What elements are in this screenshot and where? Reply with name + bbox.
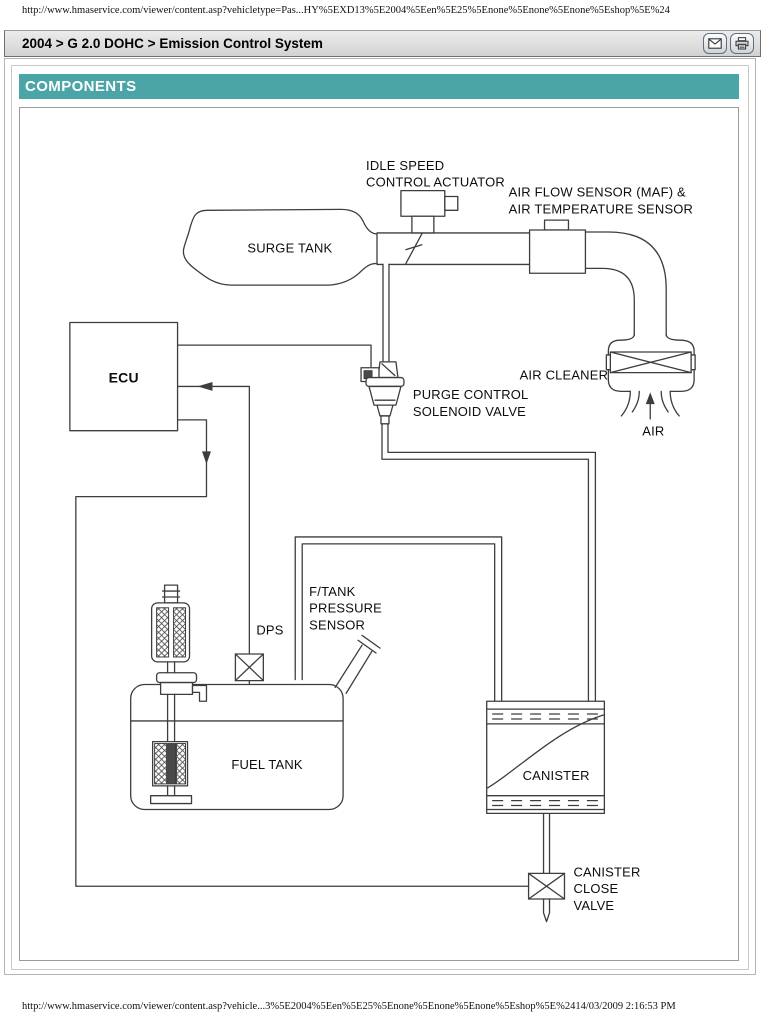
label-idle-speed-1: IDLE SPEED: [366, 158, 444, 173]
fuel-pump-assembly: [149, 584, 208, 805]
label-ccv-1: CANISTER: [573, 864, 640, 879]
envelope-icon: [708, 38, 722, 49]
content-frame: COMPONENTS: [4, 58, 756, 975]
breadcrumb: 2004 > G 2.0 DOHC > Emission Control Sys…: [22, 36, 323, 51]
print-header-url: http://www.hmaservice.com/viewer/content…: [22, 5, 670, 16]
label-purge-1: PURGE CONTROL: [413, 387, 529, 402]
label-ccv-2: CLOSE: [573, 881, 618, 896]
label-ccv-3: VALVE: [573, 898, 614, 913]
label-surge-tank: SURGE TANK: [247, 241, 332, 256]
print-button[interactable]: [730, 33, 754, 54]
print-footer: http://www.hmaservice.com/viewer/content…: [22, 1001, 676, 1012]
air-duct: [376, 231, 667, 336]
diagram-labels: IDLE SPEED CONTROL ACTUATOR AIR FLOW SEN…: [109, 158, 693, 913]
ecu-box: [69, 321, 179, 432]
label-ecu: ECU: [109, 370, 139, 386]
diagram-panel: IDLE SPEED CONTROL ACTUATOR AIR FLOW SEN…: [19, 107, 739, 961]
printer-icon: [735, 37, 749, 50]
section-header: COMPONENTS: [19, 74, 739, 99]
content-inner-frame: COMPONENTS: [11, 65, 749, 970]
title-bar: 2004 > G 2.0 DOHC > Emission Control Sys…: [4, 30, 761, 57]
label-purge-2: SOLENOID VALVE: [413, 404, 526, 419]
label-air: AIR: [642, 424, 664, 439]
purge-control-solenoid-valve: [360, 361, 405, 425]
ecu-wires: [75, 344, 530, 887]
vapor-pipes: [248, 263, 597, 875]
email-button[interactable]: [703, 33, 727, 54]
section-header-label: COMPONENTS: [25, 78, 137, 95]
maf-sensor: [528, 219, 587, 274]
label-idle-speed-2: CONTROL ACTUATOR: [366, 175, 505, 190]
label-canister: CANISTER: [523, 768, 590, 783]
air-cleaner: [605, 333, 696, 420]
label-maf-1: AIR FLOW SENSOR (MAF) &: [509, 185, 686, 200]
emission-control-diagram: IDLE SPEED CONTROL ACTUATOR AIR FLOW SEN…: [69, 158, 696, 923]
canister-close-valve: [527, 872, 566, 923]
label-ftank-1: F/TANK: [309, 584, 355, 599]
label-dps: DPS: [256, 622, 283, 637]
dps-valve: [234, 653, 264, 682]
fuel-filler-neck: [334, 634, 381, 695]
surge-tank: [182, 208, 378, 286]
canister: [486, 700, 606, 815]
print-footer-timestamp: 14/03/2009 2:16:53 PM: [575, 1001, 676, 1012]
title-bar-buttons: [703, 33, 754, 54]
label-maf-2: AIR TEMPERATURE SENSOR: [509, 201, 693, 216]
idle-speed-control-actuator: [400, 190, 459, 234]
print-footer-url: http://www.hmaservice.com/viewer/content…: [22, 1001, 576, 1012]
label-fuel-tank: FUEL TANK: [231, 757, 303, 772]
label-ftank-3: SENSOR: [309, 618, 365, 633]
air-inlet-arrow: [645, 392, 655, 420]
label-air-cleaner: AIR CLEANER: [520, 368, 609, 383]
label-ftank-2: PRESSURE: [309, 601, 382, 616]
